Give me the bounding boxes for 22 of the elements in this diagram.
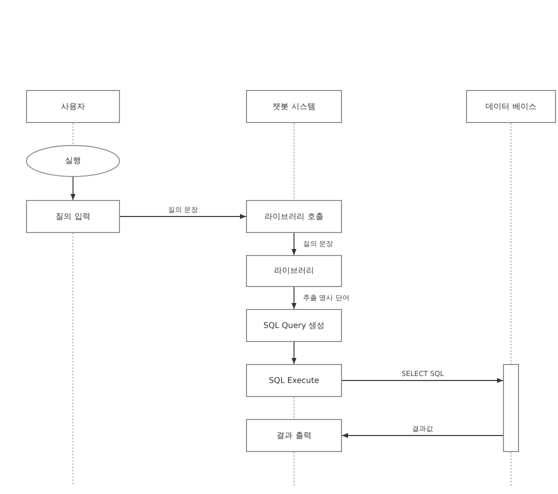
start-ellipse: 실행 [26,145,120,177]
arrow [342,433,504,438]
arrow [70,176,76,200]
process-box: SQL Execute [246,364,342,397]
process-box: 질의 입력 [26,200,120,233]
arrow [342,378,504,383]
activation-bar [503,364,519,452]
lifeline [510,452,512,486]
arrow [292,342,296,364]
lifeline [72,122,74,146]
participant-box: 사용자 [26,90,120,123]
lifeline [72,232,74,486]
lifeline [510,122,512,364]
arrow [292,232,296,256]
arrow [120,214,246,219]
process-box: 라이브러리 호출 [246,200,342,233]
process-box: SQL Query 생성 [246,309,342,342]
participant-box: 데이터 베이스 [466,90,556,123]
arrow [292,286,296,310]
process-box: 결과 출력 [246,419,342,452]
participant-box: 챗봇 시스템 [246,90,342,123]
process-box: 라이브러리 [246,255,342,287]
